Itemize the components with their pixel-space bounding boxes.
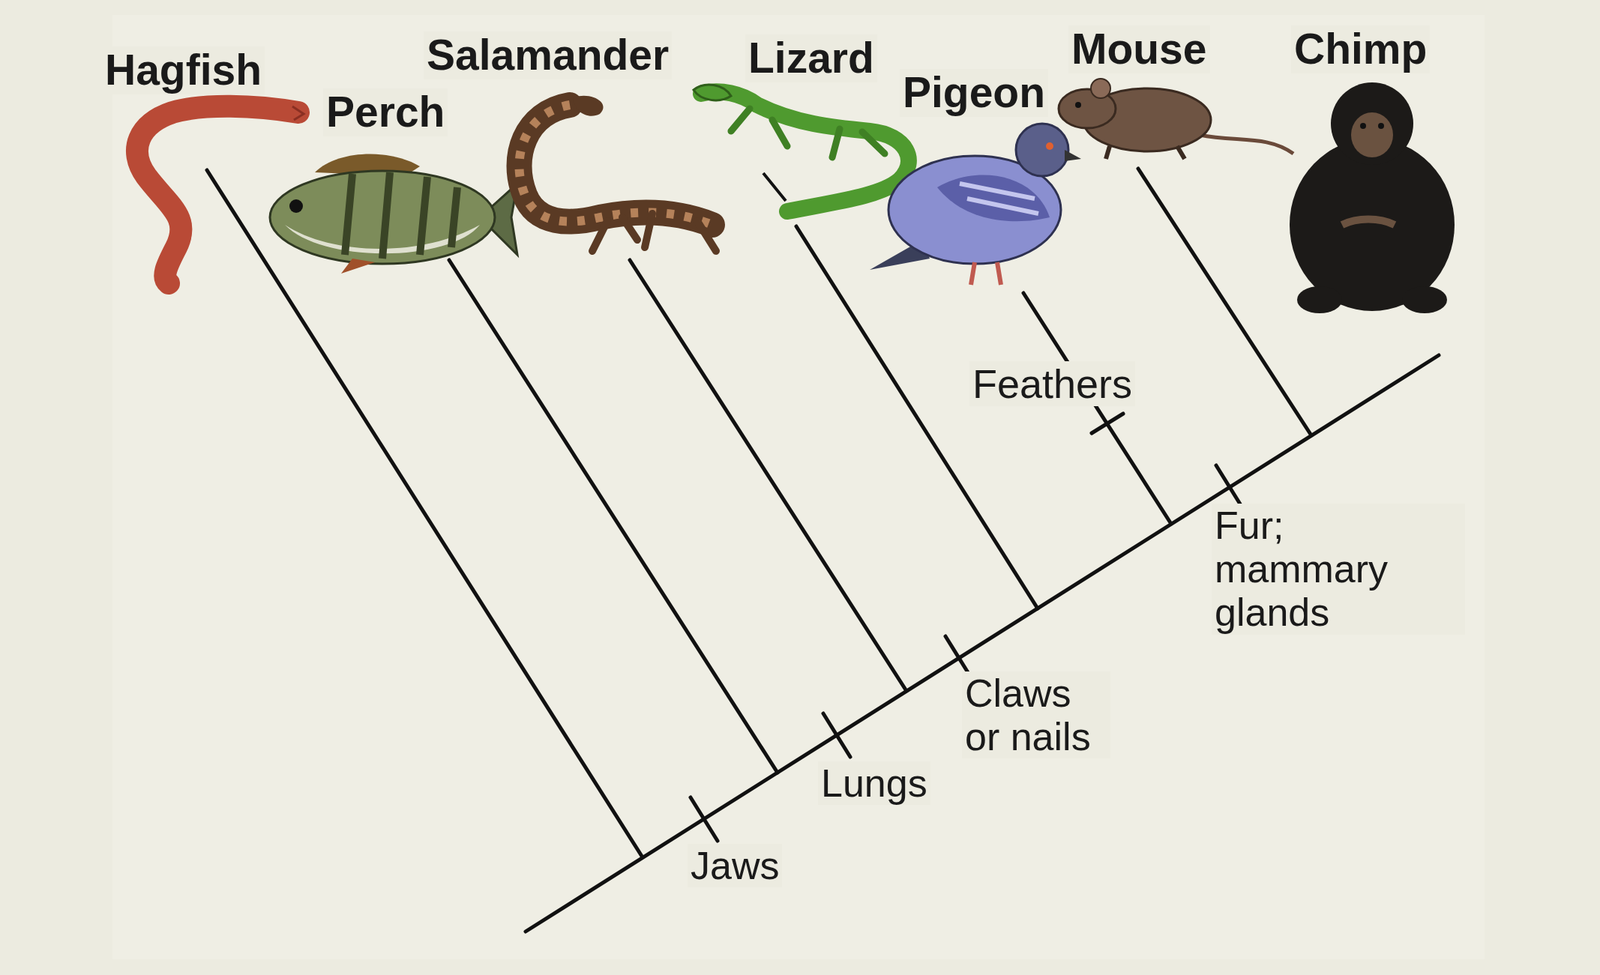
taxon-name: Salamander (423, 31, 672, 80)
taxon-name: Lizard (745, 34, 878, 83)
taxon-name: Perch (323, 88, 448, 137)
trait-label: Fur; mammary glands (1211, 503, 1466, 636)
trait-label: Jaws (687, 844, 783, 888)
chimp-figure (1289, 82, 1455, 314)
perch-figure (269, 154, 518, 274)
trait-label: Lungs (817, 761, 931, 806)
lizard-tick (763, 173, 786, 201)
trait-label: Feathers (969, 361, 1136, 407)
taxon-name: Pigeon (899, 68, 1049, 117)
lizard-figure (693, 84, 909, 212)
taxon-name: Hagfish (101, 46, 265, 95)
mouse-figure (1058, 78, 1294, 159)
salamander-figure (519, 95, 717, 252)
ground (112, 14, 1485, 960)
pigeon-figure (869, 123, 1082, 285)
taxon-name: Chimp (1291, 25, 1430, 74)
trait-label: Claws or nails (961, 671, 1111, 759)
taxon-name: Mouse (1068, 25, 1211, 74)
